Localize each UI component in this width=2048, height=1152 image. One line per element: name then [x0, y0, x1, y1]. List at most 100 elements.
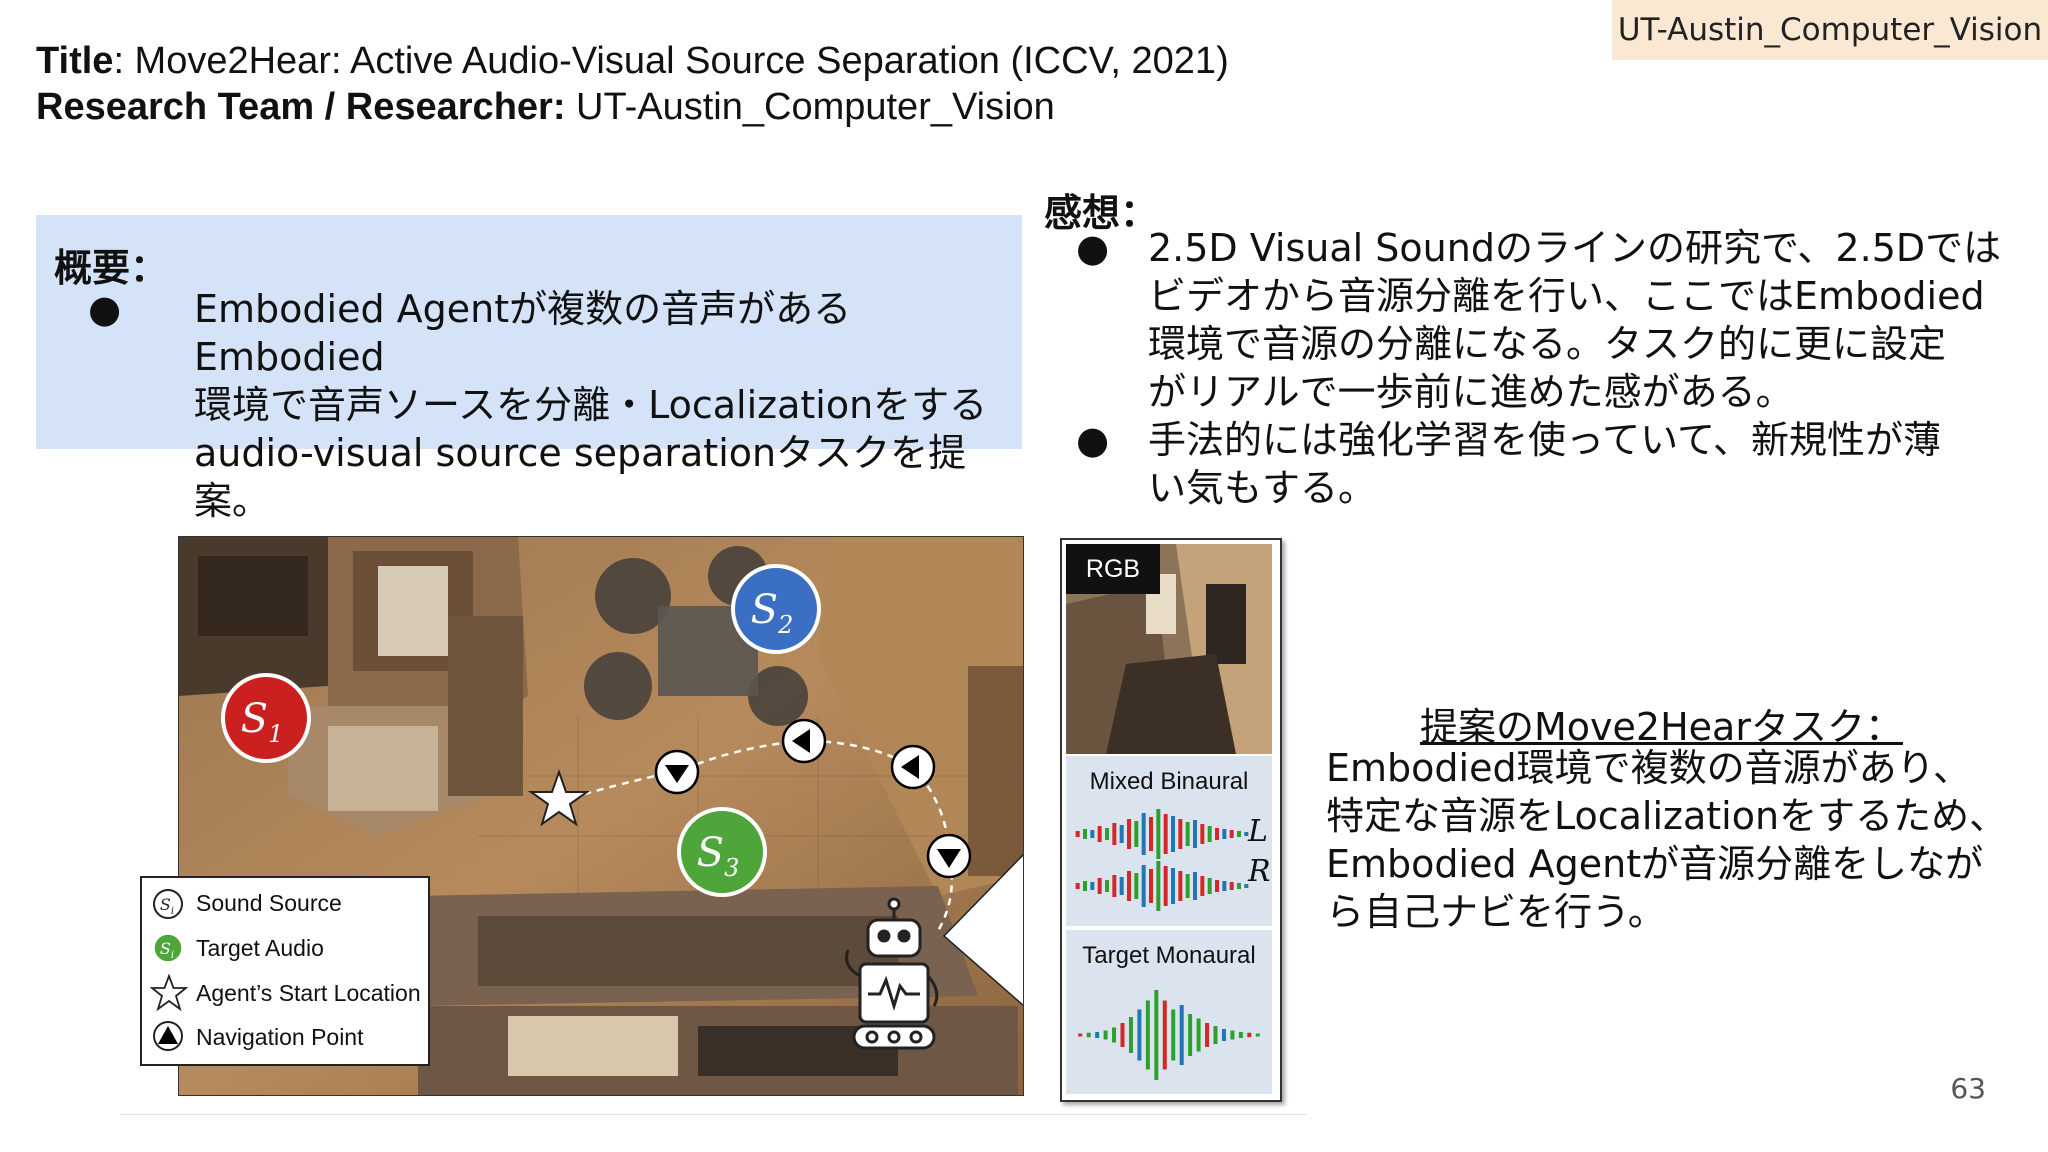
waveform-bar: [1222, 829, 1227, 839]
waveform-bar: [1078, 1033, 1083, 1037]
waveform-bar: [1134, 873, 1139, 899]
waveform-bar: [1090, 830, 1095, 838]
bullet-dot: ●: [1076, 418, 1110, 462]
waveform-bar: [1238, 1032, 1243, 1038]
proposal-body: Embodied環境で複数の音源があり、 特定な音源をLocalizationを…: [1326, 744, 2007, 936]
navigation-point-icon: [781, 718, 827, 764]
impressions-heading: 感想：: [1044, 191, 1159, 235]
proposal-line: Embodied環境で複数の音源があり、: [1326, 746, 1972, 790]
waveform-bar: [1141, 813, 1146, 855]
waveform-bar: [1207, 826, 1212, 842]
svg-text:Si: Si: [160, 939, 174, 961]
legend-start-location: Agent’s Start Location: [196, 980, 421, 1006]
source-s1-marker: S1: [221, 673, 311, 763]
waveform-bar: [1119, 877, 1124, 895]
left-channel-label: L: [1248, 814, 1268, 849]
navigation-point-icon: [654, 749, 700, 795]
waveform-bar: [1221, 1029, 1226, 1041]
target-monaural-label: Target Monaural: [1082, 942, 1256, 969]
impression-line: ビデオから音源分離を行い、ここではEmbodied: [1148, 274, 1985, 318]
waveform-bar: [1119, 825, 1124, 843]
waveform-bar: [1090, 882, 1095, 890]
waveform-bar: [1149, 869, 1153, 903]
bullet-dot: ●: [1076, 226, 1110, 270]
waveform-bar: [1247, 1032, 1252, 1038]
legend-navigation-point: Navigation Point: [196, 1024, 364, 1050]
waveform-bar: [1083, 881, 1087, 891]
legend-sound-source: Sound Source: [196, 890, 342, 916]
star-icon: [150, 974, 188, 1012]
waveform-bar: [1237, 831, 1241, 837]
summary-line: 環境で音声ソースを分離・Localizationをする: [194, 383, 988, 427]
source-s2-marker: S2: [731, 564, 821, 654]
paper-title: Title: Move2Hear: Active Audio-Visual So…: [36, 40, 1229, 83]
waveform-bar: [1200, 824, 1205, 844]
right-channel-label: R: [1248, 854, 1271, 889]
waveform-bar: [1179, 1005, 1184, 1065]
waveform-bar: [1237, 883, 1241, 889]
navigation-point-icon: [890, 744, 936, 790]
proposal-line: Embodied Agentが音源分離をしなが: [1326, 842, 1984, 886]
waveform-bar: [1156, 809, 1161, 859]
waveform-bar: [1105, 828, 1109, 840]
waveform-bar: [1112, 1027, 1117, 1043]
summary-heading: 概要：: [54, 246, 169, 290]
waveform-bar: [1188, 1014, 1193, 1056]
bullet-dot: ●: [88, 287, 122, 331]
team-text: UT-Austin_Computer_Vision: [565, 86, 1055, 128]
waveform-bar: [1193, 872, 1197, 900]
waveform-bars: [1078, 990, 1260, 1080]
waveform-bar: [1105, 880, 1109, 892]
proposal-line: ら自己ナビを行う。: [1326, 890, 1666, 934]
svg-text:S3: S3: [697, 830, 740, 882]
channel-tag: UT-Austin_Computer_Vision: [1612, 0, 2048, 60]
start-star-icon: [527, 768, 591, 827]
mixed-binaural-label: Mixed Binaural: [1089, 768, 1249, 795]
source-s3-marker: S3: [677, 807, 767, 897]
monaural-waveform: [1076, 980, 1262, 1090]
waveform-bar: [1230, 1030, 1235, 1040]
waveform-bar: [1145, 1000, 1150, 1070]
waveform-bar: [1171, 816, 1175, 852]
impression-line: 手法的には強化学習を使っていて、新規性が薄: [1148, 418, 1942, 462]
waveform-bar: [1196, 1018, 1201, 1052]
waveform-bar: [1083, 829, 1087, 839]
title-text: : Move2Hear: Active Audio-Visual Source …: [113, 40, 1229, 82]
waveform-bar: [1178, 871, 1183, 901]
waveform-bar: [1075, 883, 1080, 889]
summary-box: 概要： ● Embodied Agentが複数の音声があるEmbodied 環境…: [36, 215, 1022, 523]
waveform-bar: [1207, 878, 1212, 894]
impression-line: 環境で音源の分離になる。タスク的に更に設定: [1148, 322, 1947, 366]
waveform-bar: [1137, 1009, 1142, 1061]
waveform-bar: [1120, 1023, 1125, 1047]
waveform-bar: [1215, 880, 1219, 892]
waveform-bar: [1213, 1026, 1218, 1044]
summary-line: Embodied Agentが複数の音声があるEmbodied: [194, 287, 852, 379]
svg-text:S2: S2: [751, 587, 794, 639]
waveform-bar: [1200, 876, 1205, 896]
waveform-bar: [1086, 1032, 1091, 1038]
impression-line: がリアルで一歩前に進めた感がある。: [1148, 370, 1794, 414]
navigation-point-icon: [926, 833, 972, 879]
summary-line: audio-visual source separationタスクを提案。: [194, 431, 967, 523]
binaural-waveform: [1074, 800, 1250, 920]
page-number: 63: [1950, 1072, 1986, 1105]
waveform-bar: [1171, 868, 1175, 904]
waveform-bar: [1097, 826, 1102, 842]
figure-legend: Si Sound Source Si Target Audio Agent’s …: [140, 876, 430, 1066]
waveform-bar: [1103, 1030, 1108, 1040]
team-label: Research Team / Researcher:: [36, 86, 566, 128]
sound-source-icon: Si: [153, 889, 183, 919]
target-monaural-view: Target Monaural: [1066, 930, 1272, 1094]
svg-text:Si: Si: [160, 895, 174, 917]
impression-line: 2.5D Visual Soundのラインの研究で、2.5Dでは: [1148, 226, 2002, 270]
waveform-bar: [1134, 821, 1139, 847]
waveform-bar: [1128, 1017, 1133, 1053]
waveform-bar: [1163, 814, 1168, 854]
waveform-bar: [1095, 1032, 1100, 1038]
mixed-binaural-view: Mixed Binaural L R: [1066, 756, 1272, 926]
waveform-bar: [1141, 865, 1146, 907]
rgb-view: RGB: [1066, 544, 1272, 754]
rgb-label: RGB: [1066, 544, 1160, 594]
waveform-bar: [1185, 874, 1190, 898]
